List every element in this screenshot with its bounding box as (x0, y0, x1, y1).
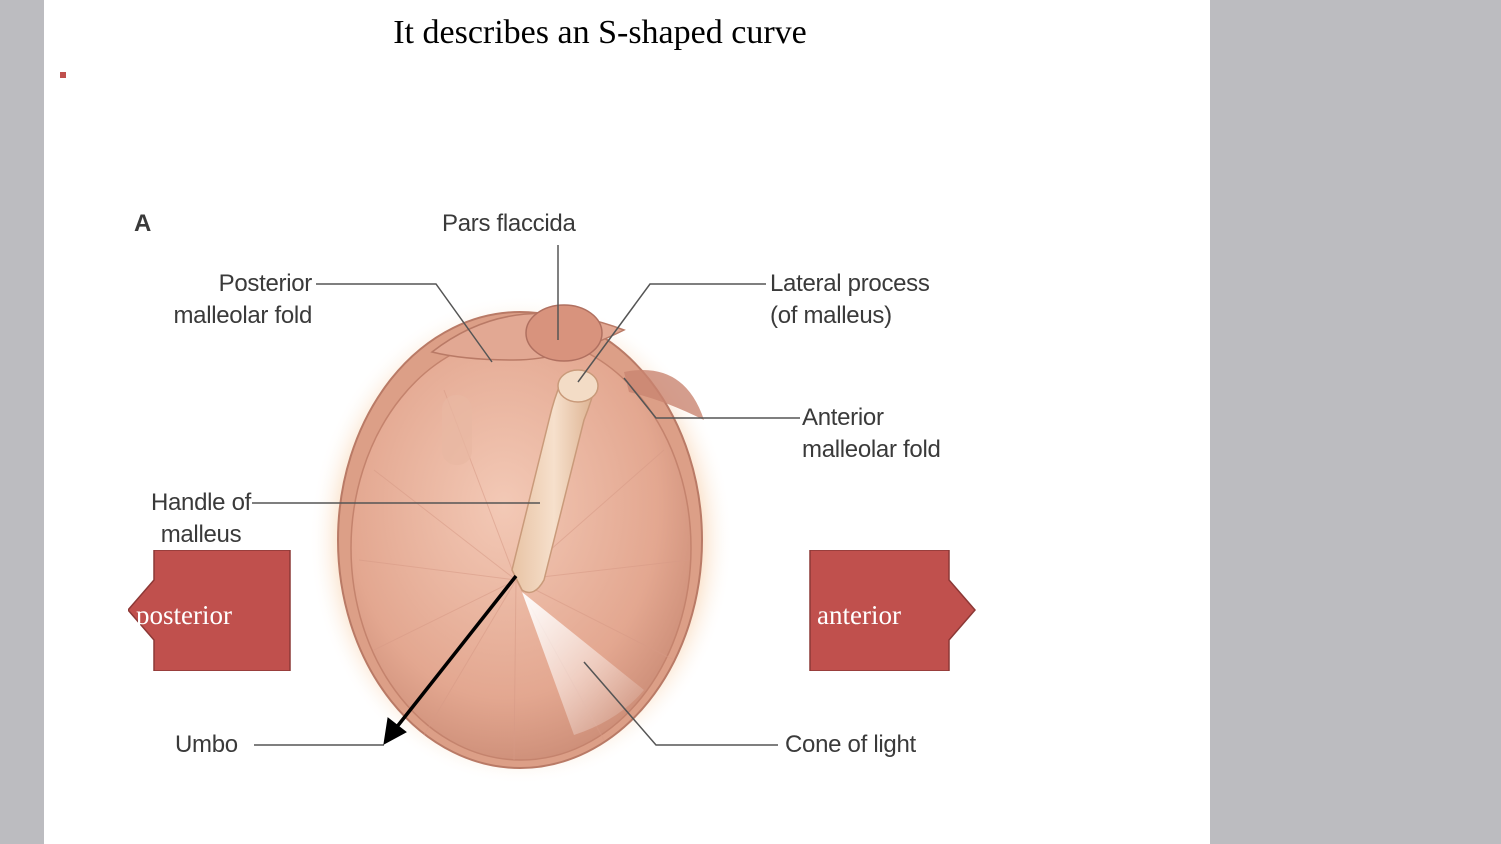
panel-letter: A (134, 210, 152, 237)
label-cone-of-light: Cone of light (785, 731, 916, 758)
label-pars-flaccida: Pars flaccida (442, 210, 576, 237)
leader-anterior-fold (623, 377, 800, 419)
label-handle-of-malleus: Handle of malleus (150, 489, 252, 548)
slide-canvas: It describes an S-shaped curve (44, 0, 1210, 844)
lateral-process-knob (557, 369, 599, 403)
anterior-direction-arrow: anterior (809, 550, 977, 671)
label-anterior-malleolar-fold: Anterior malleolar fold (802, 404, 941, 463)
bullet-marker (60, 72, 66, 78)
umbo-pointer-arrow (383, 574, 518, 745)
leader-posterior-fold (316, 283, 493, 363)
leader-lateral-process (577, 283, 766, 383)
leader-cone-light (583, 661, 778, 746)
label-posterior-malleolar-fold: Posterior malleolar fold (173, 270, 312, 329)
anterior-arrow-label: anterior (817, 600, 901, 630)
label-lateral-process: Lateral process (of malleus) (770, 270, 930, 329)
label-umbo: Umbo (175, 731, 238, 758)
cone-of-light (522, 592, 644, 735)
posterior-direction-arrow: posterior (128, 550, 292, 671)
pars-flaccida-notch (525, 304, 603, 362)
posterior-arrow-label: posterior (136, 600, 232, 630)
slide-title: It describes an S-shaped curve (393, 14, 807, 51)
tympanic-membrane-illustration (252, 245, 800, 785)
leader-lines (252, 245, 800, 746)
